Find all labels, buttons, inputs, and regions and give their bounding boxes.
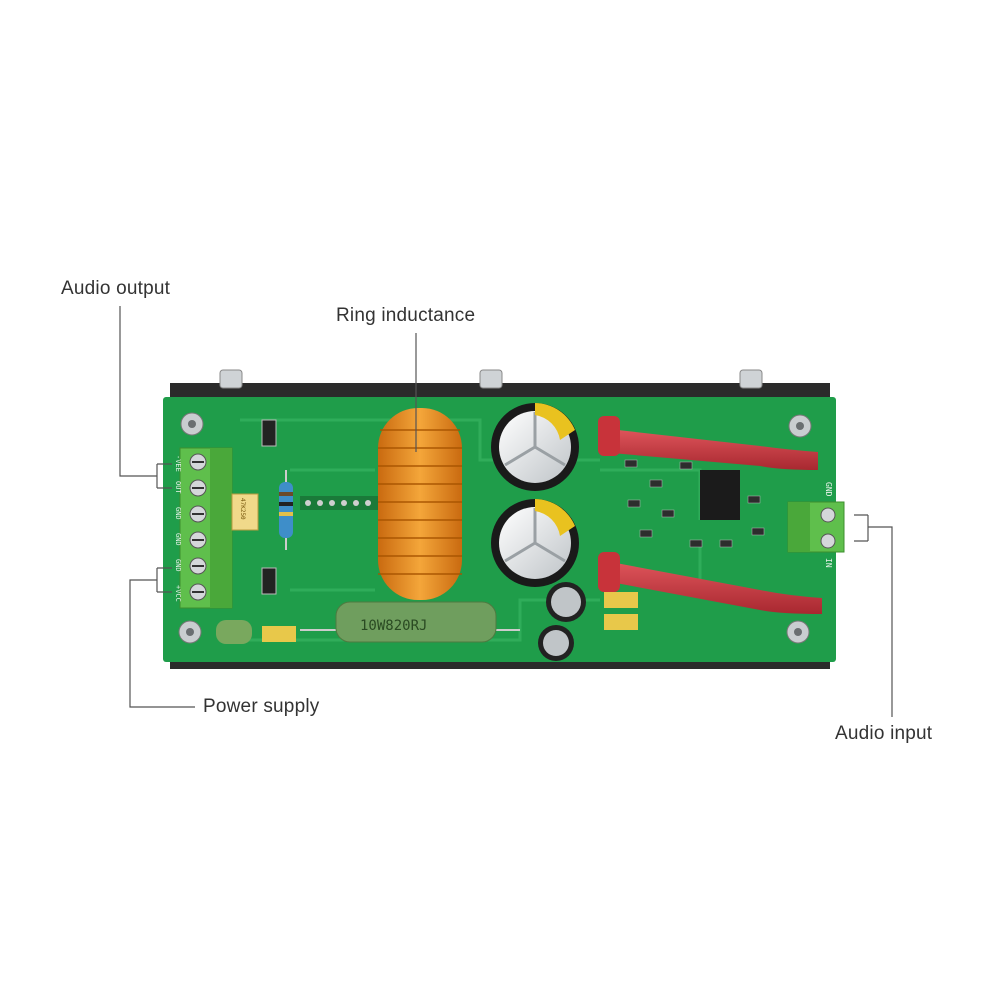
callout-ring-inductance: Ring inductance [336,305,476,326]
small-electrolytic-capacitor [538,582,586,661]
resistor-marking: 10W820RJ [360,618,427,634]
silk-left-1: OUT [174,481,182,494]
integrated-circuit [700,470,740,520]
film-capacitor: 47K250 [231,493,259,531]
smd-transistor [261,567,277,595]
film-capacitor-small [262,626,296,642]
ring-inductor [378,408,462,600]
silk-left-2: GND [174,507,182,520]
heatsink-screw [219,369,763,389]
red-sleeved-transistor [598,416,818,470]
silk-left-0: -VEE [174,455,182,472]
callout-audio-input: Audio input [835,723,933,744]
callout-audio-output: Audio output [61,278,171,299]
silk-right-0: GND [824,482,833,497]
yellow-capacitor [604,592,638,630]
header-pins [300,496,380,510]
blue-resistor [279,470,293,550]
right-terminal-silkscreen: GND IN [824,482,833,568]
power-resistor: 10W820RJ [300,601,520,643]
output-power-terminal-block [179,447,233,609]
silk-right-1: IN [824,558,833,568]
input-terminal-block [787,501,845,553]
smd-transistor [261,419,277,447]
silk-left-4: GND [174,559,182,572]
capacitor-marking: 47K250 [239,498,246,520]
small-inductor [216,620,252,644]
callout-power-supply: Power supply [203,696,320,717]
left-terminal-silkscreen: -VEE OUT GND GND GND +VCC [174,455,182,602]
smd-components [624,459,765,548]
electrolytic-capacitor [491,403,579,491]
callout-leader-lines [119,306,893,717]
electrolytic-capacitor [491,499,579,587]
silk-left-3: GND [174,533,182,546]
red-sleeved-transistor [598,552,822,614]
silk-left-5: +VCC [174,585,182,602]
mounting-hole [178,412,812,644]
